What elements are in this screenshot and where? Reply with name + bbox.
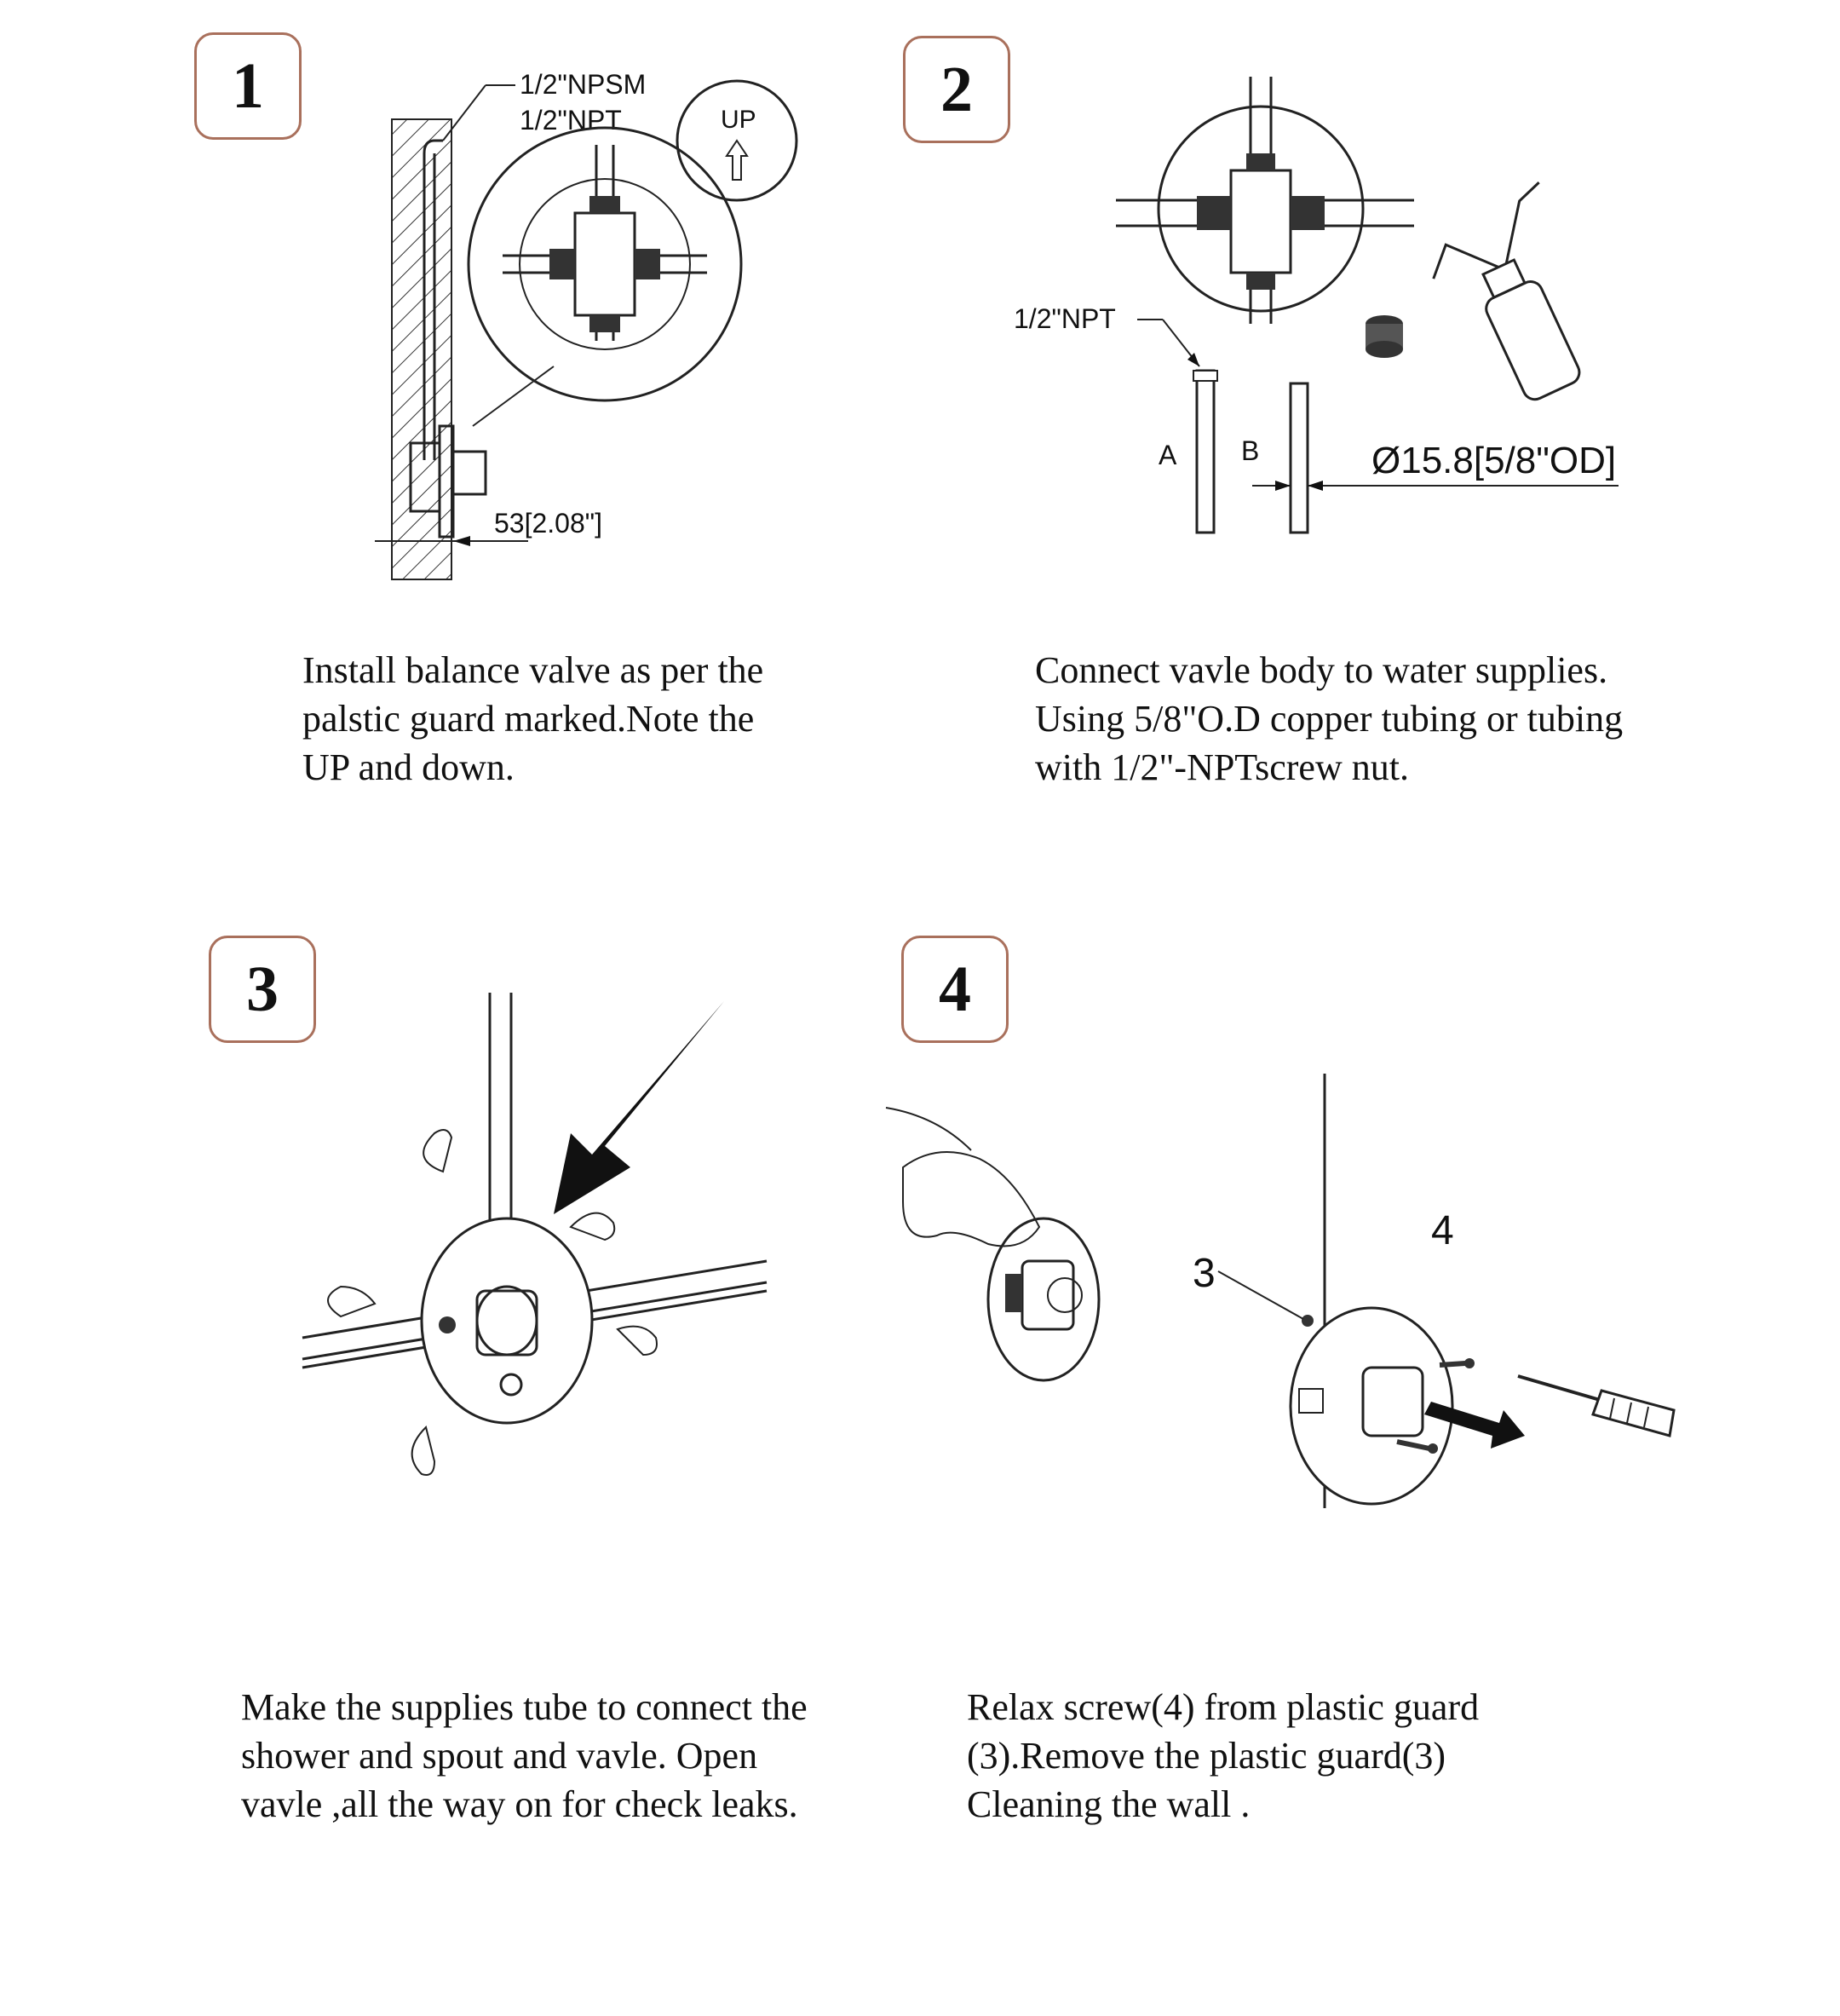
step-4-caption: Relax screw(4) from plastic guard (3).Re… <box>967 1686 1480 1825</box>
step-2-number: 2 <box>940 53 973 125</box>
step-4-screw-label: 4 <box>1431 1208 1454 1253</box>
step-1-npsm-label: 1/2"NPSM <box>520 69 646 100</box>
step-2-caption: Connect vavle body to water supplies. Us… <box>1035 649 1624 788</box>
cleaning-cloth-icon <box>902 1151 1041 1247</box>
step-2-illustration: 1/2"NPT A B Ø15.8[5/8"OD] <box>1014 77 1619 534</box>
step-4-illustration: 3 4 <box>885 1074 1676 1508</box>
step-2-diameter-label: Ø15.8[5/8"OD] <box>1371 440 1616 481</box>
valve-cartridge <box>475 1289 538 1356</box>
water-drop-icon <box>423 1129 453 1173</box>
screw-icon <box>1439 1358 1475 1368</box>
valve-detail <box>986 1217 1101 1382</box>
step-1-number: 1 <box>232 49 264 122</box>
step-1-dimension-label: 53[2.08"] <box>494 508 602 539</box>
remove-arrow-icon <box>1424 1402 1525 1449</box>
step-1-up-label: UP <box>721 106 756 134</box>
screwdriver-icon <box>1517 1374 1676 1437</box>
step-4-badge: 4 <box>901 936 1009 1043</box>
screw-icon <box>1396 1439 1438 1454</box>
direction-arrow-icon <box>554 1001 724 1214</box>
step-2-npt-label: 1/2"NPT <box>1014 303 1116 334</box>
step-2-label-a: A <box>1159 440 1177 470</box>
valve-front-circle <box>1157 105 1365 313</box>
valve-body <box>1229 169 1292 274</box>
valve-body <box>573 211 636 317</box>
step-3-number: 3 <box>246 953 279 1025</box>
step-2-label-b: B <box>1241 435 1259 466</box>
valve-detail-circle <box>467 126 743 402</box>
step-1-npt-label: 1/2"NPT <box>520 105 622 135</box>
plastic-guard-3 <box>1289 1306 1454 1506</box>
step-1-badge: 1 <box>194 32 302 140</box>
water-drop-icon <box>327 1285 377 1318</box>
step-3-caption: Make the supplies tube to connect the sh… <box>241 1686 808 1825</box>
step-4-guard-label: 3 <box>1193 1251 1216 1296</box>
up-arrow-icon <box>725 139 749 181</box>
up-indicator-circle <box>676 79 798 202</box>
step-2-badge: 2 <box>903 36 1010 143</box>
wall-section <box>391 118 452 580</box>
step-1-caption: Install balance valve as per the palstic… <box>302 649 764 788</box>
thread-tape-icon <box>1366 315 1403 358</box>
step-3-badge: 3 <box>209 936 316 1043</box>
step-4-number: 4 <box>939 953 971 1025</box>
step-1-illustration: 53[2.08"] 1/2"NPSM 1/2"NPT UP <box>375 69 798 580</box>
water-drop-icon <box>411 1426 436 1476</box>
pipe-a <box>1195 369 1216 534</box>
sealant-bottle-icon <box>1432 181 1581 401</box>
water-drop-icon <box>569 1212 616 1241</box>
water-drop-icon <box>616 1325 658 1356</box>
step-3-illustration <box>302 993 768 1476</box>
plastic-guard <box>420 1217 594 1425</box>
pipe-b <box>1289 382 1309 534</box>
